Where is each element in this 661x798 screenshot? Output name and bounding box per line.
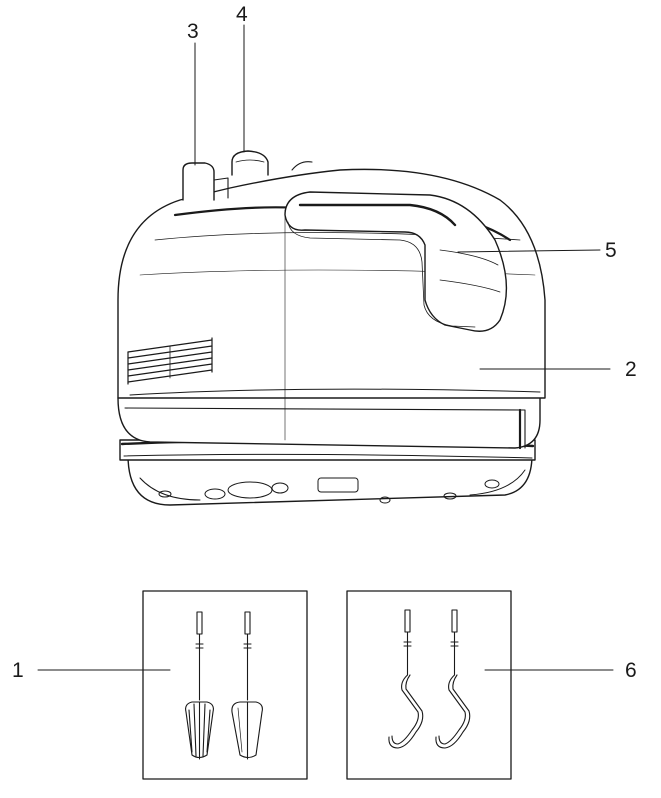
beater-right xyxy=(231,611,263,760)
callout-6: 6 xyxy=(625,659,637,682)
callout-5: 5 xyxy=(605,239,617,262)
dough-hooks-box xyxy=(346,590,512,780)
dough-hook-right xyxy=(435,609,471,749)
beater-left xyxy=(185,611,214,760)
callout-2: 2 xyxy=(625,358,637,381)
mixer-handle xyxy=(284,191,508,332)
dough-hook-left xyxy=(388,609,424,749)
vent-grille xyxy=(127,337,213,385)
speed-switch xyxy=(231,150,313,176)
eject-button xyxy=(182,162,229,201)
leader-lines xyxy=(37,24,614,671)
callout-4: 4 xyxy=(236,3,248,26)
callout-1: 1 xyxy=(12,659,24,682)
callout-3: 3 xyxy=(187,20,199,43)
beaters-box xyxy=(142,590,308,780)
leader-5 xyxy=(457,249,601,253)
